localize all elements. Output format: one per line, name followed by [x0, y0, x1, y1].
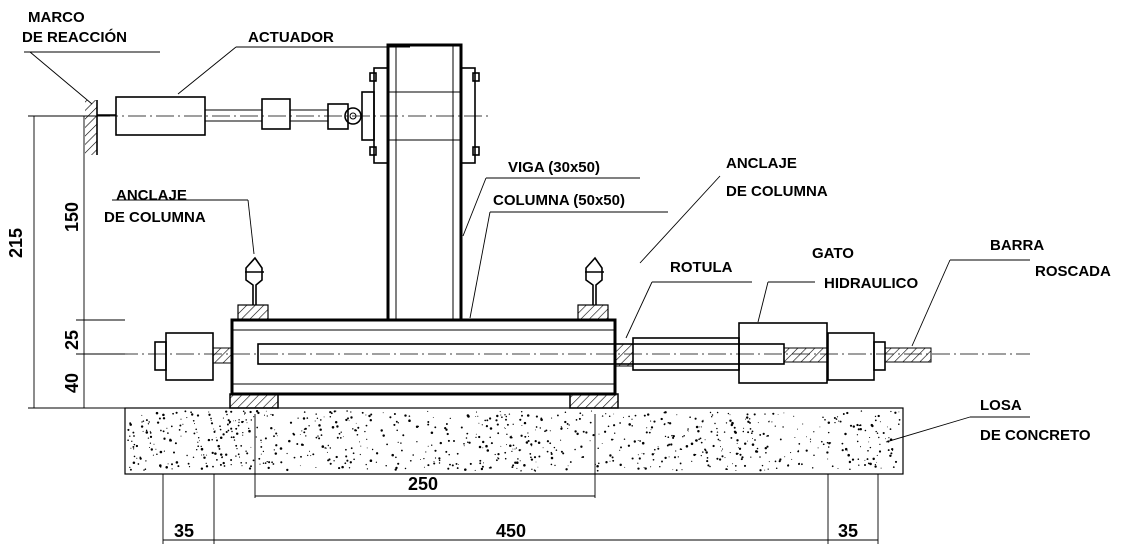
- dim-35-left: 35: [174, 521, 194, 541]
- label-anclaje-right-2: DE COLUMNA: [726, 183, 828, 200]
- dim-40: 40: [62, 373, 82, 393]
- label-losa-1: LOSA: [980, 397, 1022, 414]
- label-marco-1: MARCO: [28, 9, 85, 26]
- leader-lines: [24, 46, 1030, 443]
- anchor-right: [585, 256, 604, 305]
- label-gato-1: GATO: [812, 245, 854, 262]
- concrete-slab: [124, 407, 904, 475]
- dim-215: 215: [6, 228, 26, 258]
- vertical-element: [369, 43, 480, 322]
- label-actuador: ACTUADOR: [248, 29, 334, 46]
- dim-150: 150: [62, 202, 82, 232]
- label-viga: VIGA (30x50): [508, 159, 600, 176]
- label-gato-2: HIDRAULICO: [824, 275, 918, 292]
- label-losa-2: DE CONCRETO: [980, 427, 1091, 444]
- label-anclaje-left-2: DE COLUMNA: [104, 209, 206, 226]
- label-columna: COLUMNA (50x50): [493, 192, 625, 209]
- dim-450: 450: [496, 521, 526, 541]
- label-barra-1: BARRA: [990, 237, 1044, 254]
- anchor-left: [245, 256, 264, 305]
- label-anclaje-left-1: ANCLAJE: [116, 187, 187, 204]
- horizontal-dimensions: [162, 414, 879, 544]
- center-lines: [100, 115, 1030, 355]
- base-member: [154, 304, 785, 409]
- reaction-frame: [85, 100, 98, 155]
- dim-25: 25: [62, 330, 82, 350]
- label-barra-2: ROSCADA: [1035, 263, 1111, 280]
- label-anclaje-right-1: ANCLAJE: [726, 155, 797, 172]
- label-marco-2: DE REACCIÓN: [22, 28, 127, 46]
- dim-250: 250: [408, 474, 438, 494]
- vertical-dimensions: [28, 115, 125, 409]
- dimension-texts: 215 150 25 40 250 450 35 35: [6, 202, 858, 541]
- dim-35-right: 35: [838, 521, 858, 541]
- label-rotula: ROTULA: [670, 259, 733, 276]
- labels: MARCO DE REACCIÓN ACTUADOR VIGA (30x50) …: [22, 9, 1111, 444]
- hydraulic-jack: [614, 322, 932, 384]
